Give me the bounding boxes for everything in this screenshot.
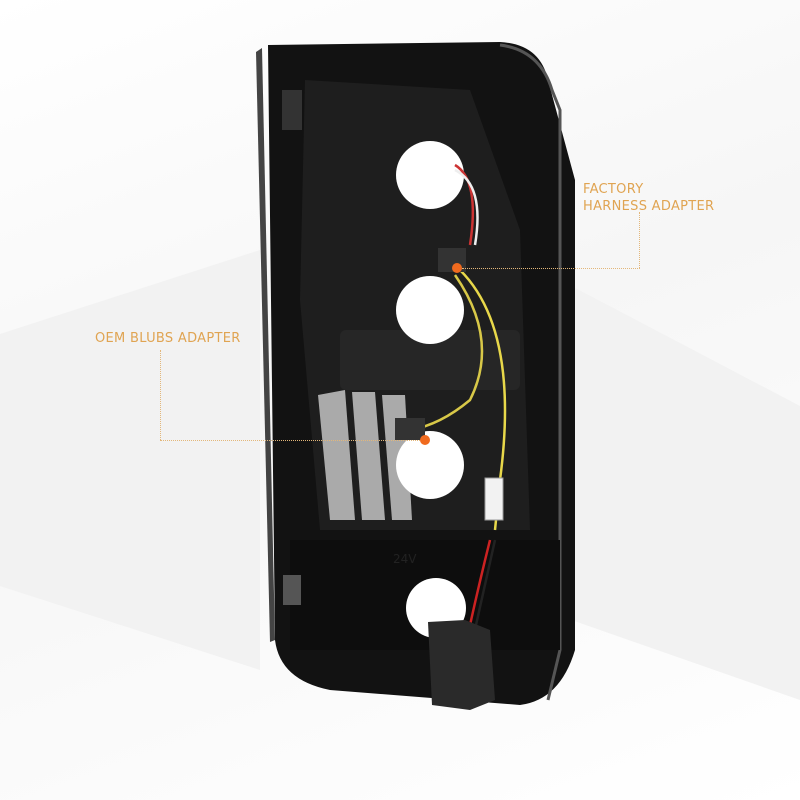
callout-factory-harness: FACTORY HARNESS ADAPTER	[583, 181, 714, 215]
leader-line	[160, 350, 161, 440]
voltage-marking: 24V	[393, 552, 417, 566]
background-shape	[0, 250, 260, 670]
leader-line	[160, 440, 420, 441]
wiring	[409, 163, 507, 626]
callout-oem-bulbs: OEM BLUBS ADAPTER	[95, 331, 241, 346]
marker-dot	[420, 435, 430, 445]
marker-dot	[452, 263, 462, 273]
leader-line	[639, 212, 640, 268]
callout-line2: HARNESS ADAPTER	[583, 199, 715, 214]
bulb-connector	[395, 418, 425, 440]
load-resistor-module	[428, 620, 495, 710]
leader-line	[462, 268, 640, 269]
callout-line1: FACTORY	[583, 182, 644, 197]
inline-connector	[484, 477, 504, 521]
